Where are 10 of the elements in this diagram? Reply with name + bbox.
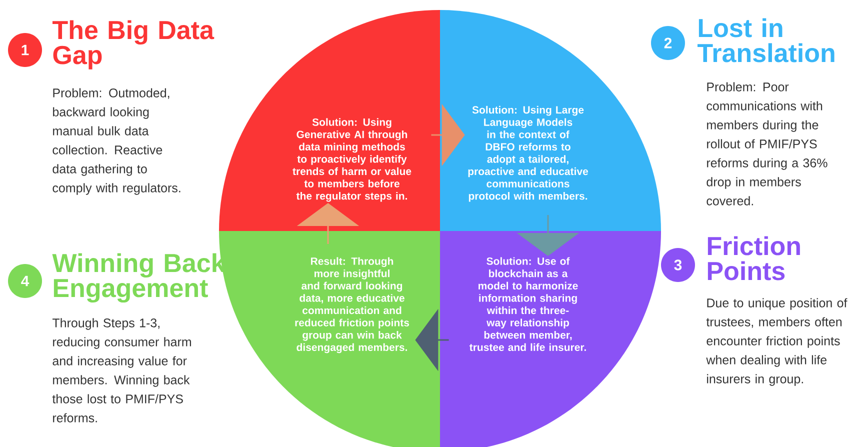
quadrant: Solution: Using Large Language Models in the context of DBFO reforms to adopt a tailored, proactive and educative communications protocol with members. xyxy=(440,10,661,231)
description: Problem: Poor communications with members during the rollout of PMIF/PYS reforms during a 36% drop in members covered. xyxy=(706,82,828,206)
description: Due to unique position of trustees, members often encounter friction points when dealing with life insurers in group. xyxy=(706,298,848,386)
description: Problem: Outmoded, backward looking manual bulk data collection. Reactive data gathering to comply with regulators. xyxy=(52,88,180,195)
description: Through Steps 1-3, reducing consumer harm and increasing value for members. Winning back those lost to PMIF/PYS reforms. xyxy=(52,318,191,422)
quadrant: Solution: Using Generative AI through data mining methods to proactively identify trends of harm or value to members before the regulator steps in. xyxy=(219,10,440,231)
heading: Friction Points xyxy=(708,236,800,280)
quadrant: Solution: Use of blockchain as a model to harmonize information sharing within the three-way relationship between member, trustee and life insurer. xyxy=(440,231,661,447)
heading: The Big Data Gap xyxy=(52,20,214,70)
heading: Lost in Translation xyxy=(698,18,834,62)
